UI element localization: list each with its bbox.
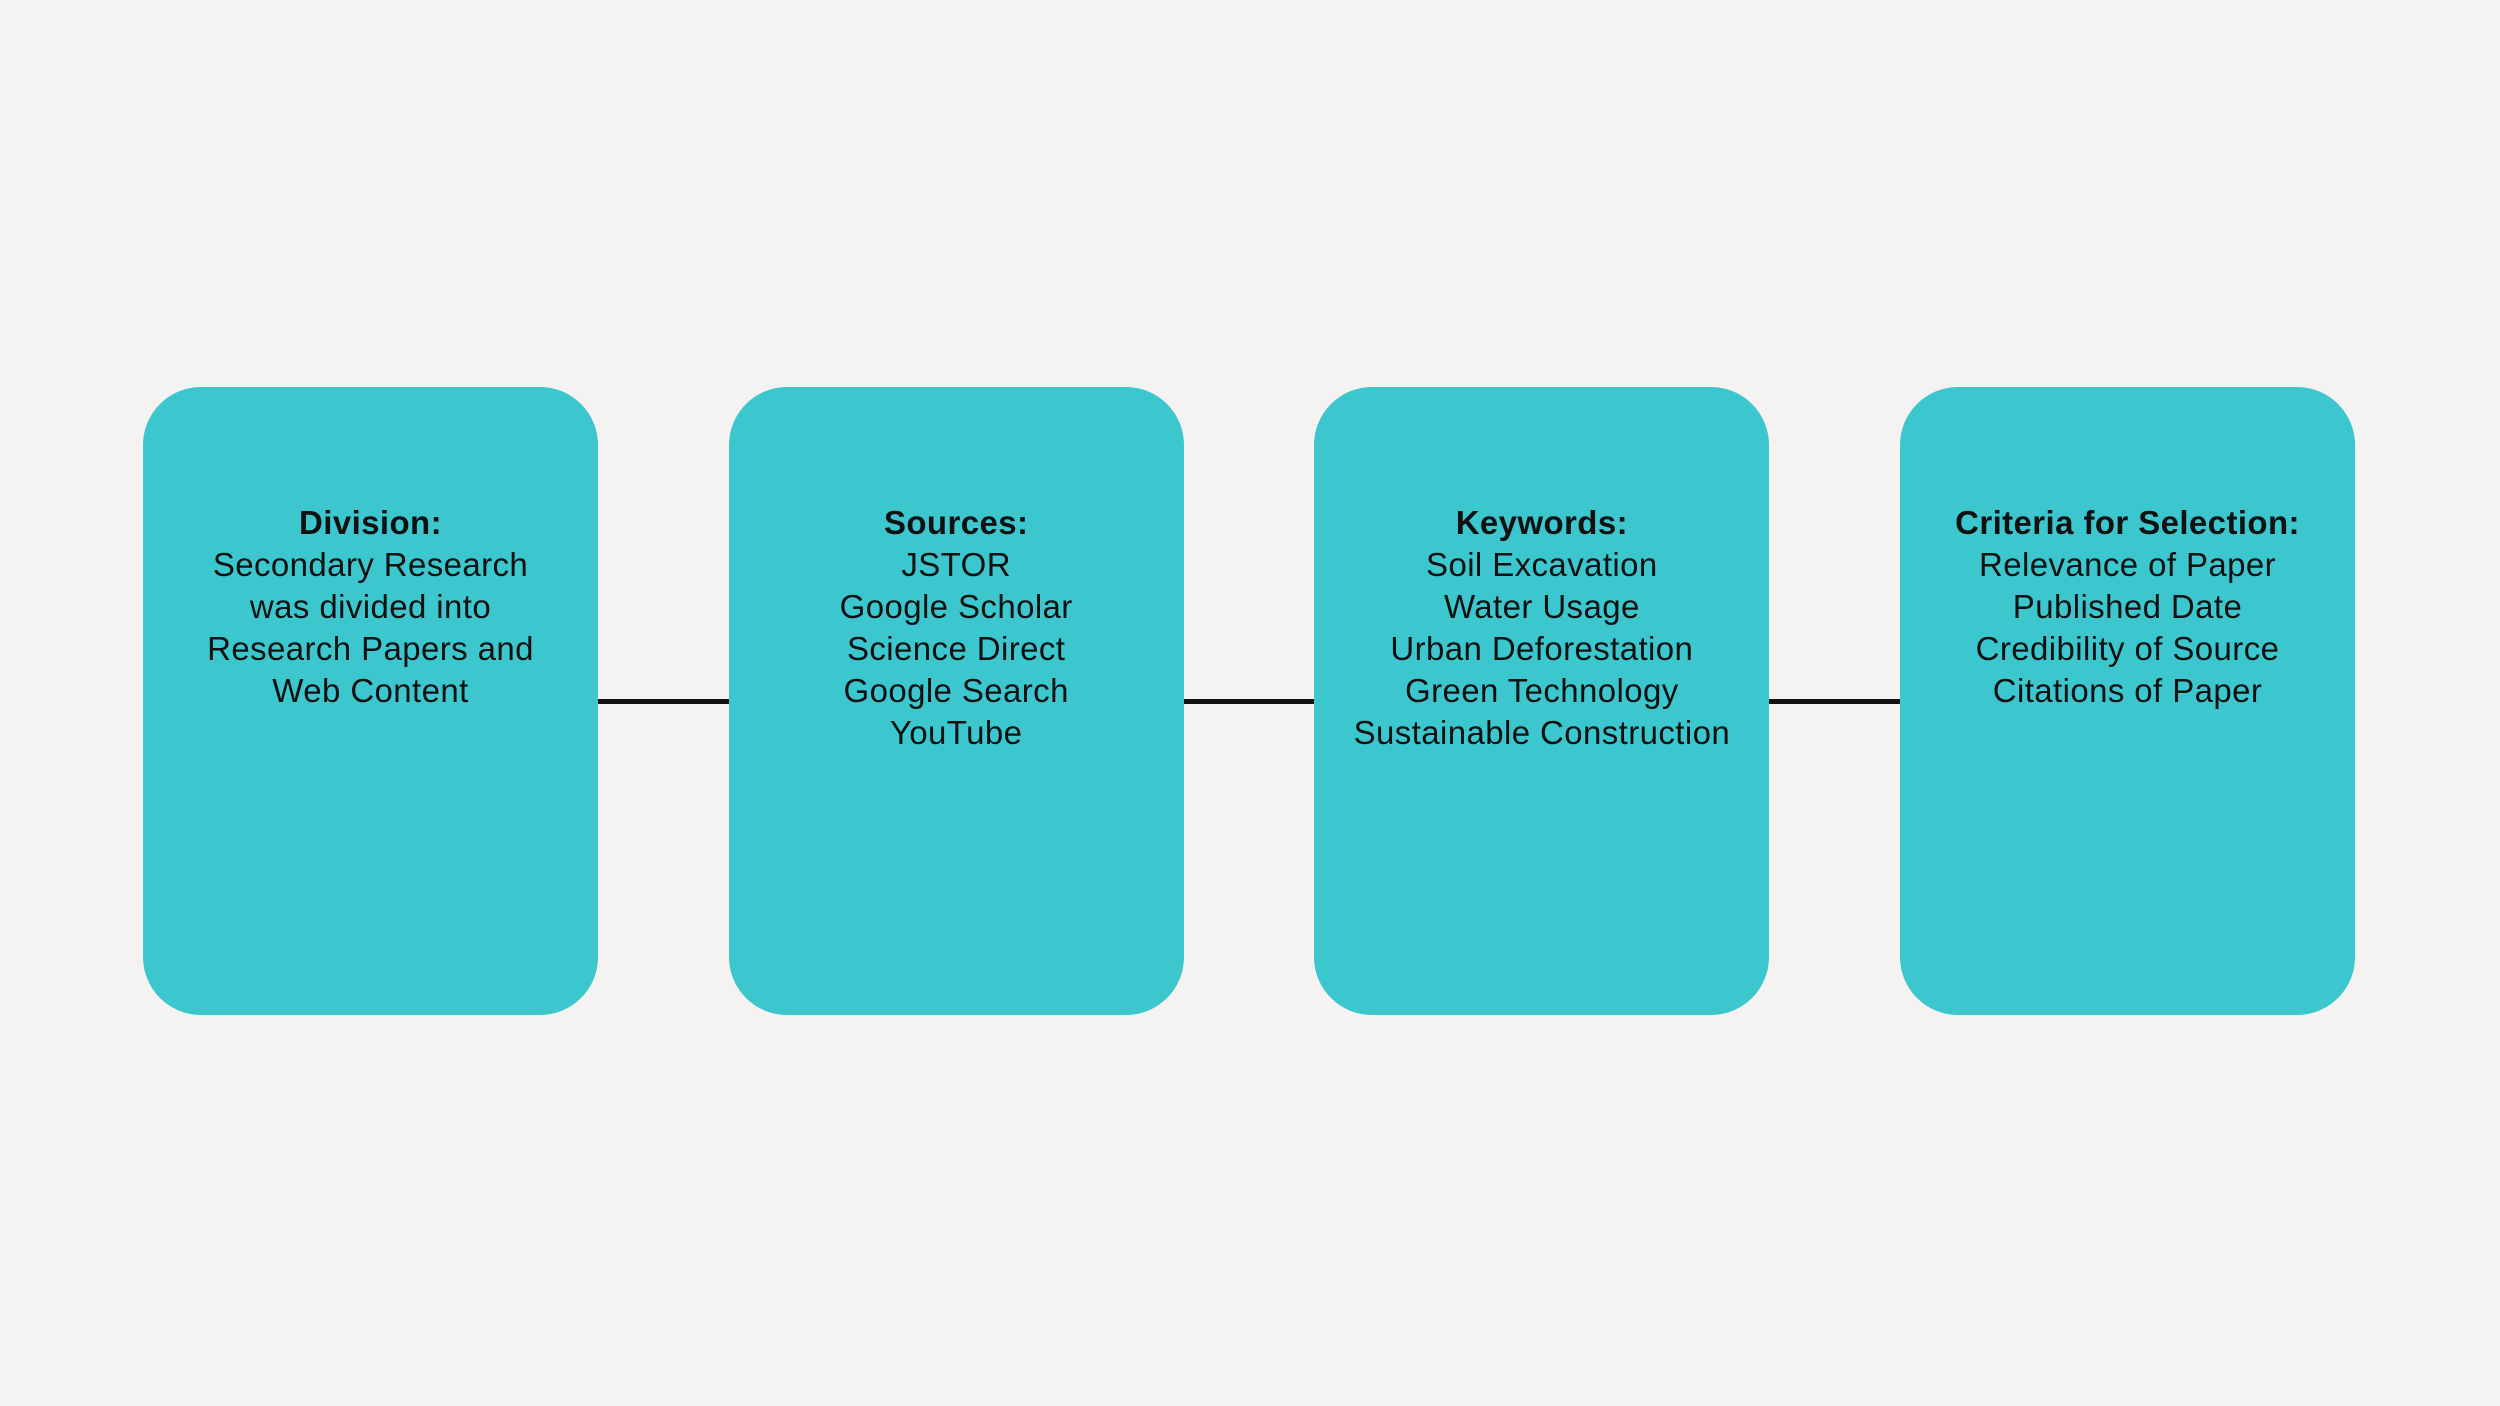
box-line: was divided into xyxy=(249,588,492,625)
box-title: Criteria for Selection: xyxy=(1955,504,2300,541)
box-line: Sustainable Construction xyxy=(1353,714,1731,751)
flowchart-box-division: Division: Secondary Research was divided… xyxy=(143,387,598,1015)
box-line: Relevance of Paper xyxy=(1978,546,2277,583)
box-title: Division: xyxy=(299,504,442,541)
box-line: Google Scholar xyxy=(839,588,1073,625)
box-line: Google Search xyxy=(843,672,1069,709)
box-line: Soil Excavation xyxy=(1426,546,1658,583)
box-line: Research Papers and xyxy=(207,630,534,667)
flowchart-row: Division: Secondary Research was divided… xyxy=(143,387,2356,1015)
flowchart-box-sources: Sources: JSTOR Google Scholar Science Di… xyxy=(728,387,1184,1015)
box-line: Science Direct xyxy=(847,630,1066,667)
flowchart-box-criteria: Criteria for Selection: Relevance of Pap… xyxy=(1900,387,2356,1015)
box-line: Web Content xyxy=(272,672,469,709)
box-title: Sources: xyxy=(883,504,1029,541)
connector-line-1 xyxy=(598,698,729,704)
box-line: Published Date xyxy=(2012,588,2243,625)
connector-line-2 xyxy=(1183,698,1315,704)
box-line: JSTOR xyxy=(901,546,1011,583)
box-line: Urban Deforestation xyxy=(1390,630,1694,667)
box-title: Keywords: xyxy=(1455,504,1628,541)
connector-line-3 xyxy=(1769,698,1901,704)
box-line: YouTube xyxy=(889,714,1023,751)
box-line: Credibility of Source xyxy=(1975,630,2280,667)
box-line: Citations of Paper xyxy=(1992,672,2263,709)
box-line: Green Technology xyxy=(1405,672,1679,709)
box-line: Water Usage xyxy=(1443,588,1640,625)
box-line: Secondary Research xyxy=(212,546,529,583)
flowchart-box-keywords: Keywords: Soil Excavation Water Usage Ur… xyxy=(1314,387,1770,1015)
